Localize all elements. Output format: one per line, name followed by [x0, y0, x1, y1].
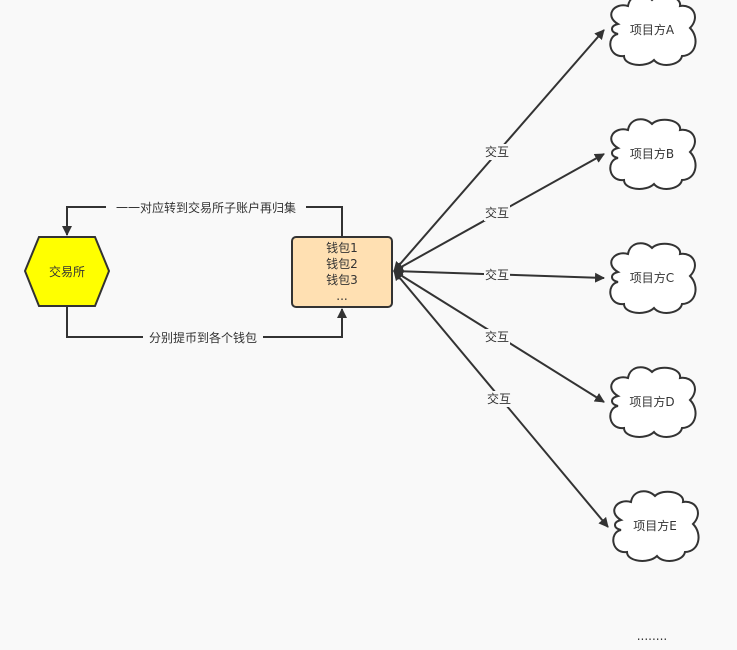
- project-label: 项目方D: [629, 394, 674, 409]
- project-label: 项目方C: [630, 270, 674, 285]
- cloud-shape: [609, 366, 697, 438]
- cloud-shape: [609, 242, 697, 314]
- wallet-line: 钱包3: [326, 272, 358, 287]
- edge-label-background: [486, 391, 512, 407]
- edge-label-withdraw: 分别提币到各个钱包: [149, 330, 257, 345]
- project-label: 项目方B: [630, 146, 674, 161]
- exchange-node[interactable]: 交易所: [23, 236, 111, 307]
- project-node[interactable]: 项目方C: [609, 242, 697, 314]
- wallet-line: ...: [336, 289, 347, 303]
- edge-label-background: [484, 205, 510, 221]
- edge-label-interaction: 交互: [485, 205, 509, 220]
- cloud-shape: [609, 118, 697, 190]
- project-node[interactable]: 项目方E: [612, 490, 700, 562]
- cloud-shape: [609, 0, 697, 66]
- wallet-line: 钱包1: [326, 240, 358, 255]
- edge-label-collect: 一一对应转到交易所子账户再归集: [116, 200, 296, 215]
- project-nodes: 项目方A 项目方B 项目方C 项目方D 项目方E: [609, 0, 700, 562]
- edge-label-interaction: 交互: [485, 267, 509, 282]
- project-label: 项目方A: [630, 22, 675, 37]
- exchange-label: 交易所: [49, 264, 85, 279]
- wallet-line: 钱包2: [326, 256, 358, 271]
- edge-exchange-to-wallets[interactable]: 分别提币到各个钱包: [66, 306, 347, 345]
- project-label: 项目方E: [633, 518, 677, 533]
- project-node[interactable]: 项目方D: [609, 366, 697, 438]
- edge-label-interaction: 交互: [485, 144, 509, 159]
- edge-label-interaction: 交互: [485, 329, 509, 344]
- edge-label-interaction: 交互: [487, 391, 511, 406]
- project-node[interactable]: 项目方A: [609, 0, 697, 66]
- more-indicator: ........: [637, 629, 668, 643]
- cloud-shape: [612, 490, 700, 562]
- project-node[interactable]: 项目方B: [609, 118, 697, 190]
- wallets-node[interactable]: 钱包1 钱包2 钱包3 ...: [291, 236, 393, 308]
- edge-wallets-to-exchange[interactable]: 一一对应转到交易所子账户再归集: [62, 199, 343, 237]
